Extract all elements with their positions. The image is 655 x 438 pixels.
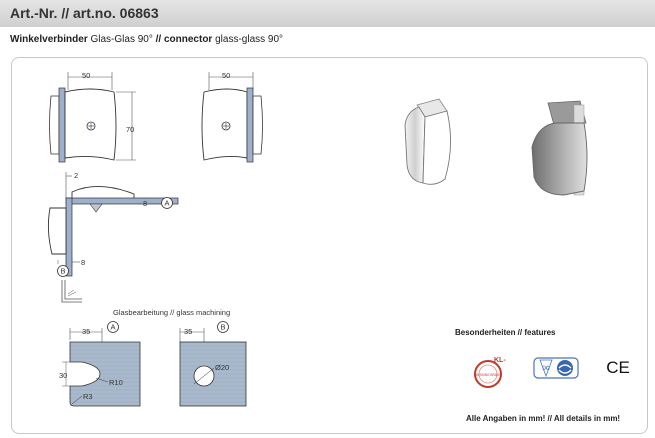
dim-2: 2 — [74, 171, 78, 180]
svg-text:R10: R10 — [109, 378, 123, 387]
svg-text:B: B — [220, 323, 225, 332]
svg-text:30: 30 — [59, 371, 67, 380]
svg-text:CE: CE — [606, 358, 630, 377]
product-subtitle: Winkelverbinder Glas-Glas 90° // connect… — [10, 34, 283, 45]
dim-50-left: 50 — [82, 71, 90, 80]
svg-text:2: 2 — [74, 171, 78, 180]
svg-text:50: 50 — [222, 71, 230, 80]
svg-text:35: 35 — [82, 327, 90, 336]
product-desc-en: glass-glass 90° — [212, 34, 284, 45]
svg-text:MESSING BRASS: MESSING BRASS — [475, 373, 501, 377]
product-photo-mounted — [531, 100, 588, 196]
machining-a-r10: R10 — [109, 378, 123, 387]
svg-text:Ø20: Ø20 — [215, 363, 229, 372]
dim-8-right: 8 — [143, 199, 147, 208]
svg-text:70: 70 — [126, 125, 134, 134]
product-name-en: connector — [161, 34, 213, 45]
language-separator: // — [155, 34, 162, 45]
svg-text:50: 50 — [82, 71, 90, 80]
svg-text:A: A — [110, 323, 115, 332]
article-number: Art.-Nr. // art.no. 06863 — [10, 5, 159, 21]
machining-a-dim-30: 30 — [59, 371, 67, 380]
svg-text:KL-: KL- — [494, 357, 506, 364]
machining-b-diameter: Ø20 — [215, 363, 229, 372]
front-view-drawing — [49, 72, 136, 163]
glass-machining-caption: Glasbearbeitung // glass machining — [113, 308, 231, 317]
svg-text:B: B — [60, 267, 65, 276]
brass-badge: KL- MESSING BRASS — [474, 357, 506, 388]
dim-50-right: 50 — [222, 71, 230, 80]
product-desc-de: Glas-Glas 90° — [87, 34, 156, 45]
marker-a: A — [161, 197, 173, 209]
section-view-drawing — [47, 172, 179, 303]
product-photo-open — [404, 98, 452, 185]
svg-text:8: 8 — [81, 258, 85, 267]
marker-b: B — [57, 265, 69, 277]
svg-text:35: 35 — [184, 327, 192, 336]
svg-text:R3: R3 — [83, 392, 93, 401]
svg-text:ÜG: ÜG — [542, 365, 550, 372]
dim-8-bottom: 8 — [81, 258, 85, 267]
machining-a-dim-35: 35 — [82, 327, 90, 336]
mirror-view-drawing — [201, 72, 263, 163]
machining-a-marker: A — [107, 321, 119, 333]
header-bar: Art.-Nr. // art.no. 06863 — [0, 0, 655, 27]
product-name-de: Winkelverbinder — [10, 34, 88, 45]
machining-a-drawing — [62, 328, 141, 407]
machining-b-drawing — [179, 328, 247, 407]
footer-note: Alle Angaben in mm! // All details in mm… — [466, 414, 621, 423]
machining-a-r3: R3 — [83, 392, 93, 401]
dim-70: 70 — [126, 125, 134, 134]
features-title: Besonderheiten // features — [455, 328, 556, 337]
machining-b-marker: B — [217, 321, 229, 333]
machining-b-dim-35: 35 — [184, 327, 192, 336]
certificate-badge: ÜG — [533, 357, 579, 379]
ce-mark: CE — [606, 358, 630, 377]
svg-text:A: A — [164, 199, 169, 208]
svg-text:8: 8 — [143, 199, 147, 208]
